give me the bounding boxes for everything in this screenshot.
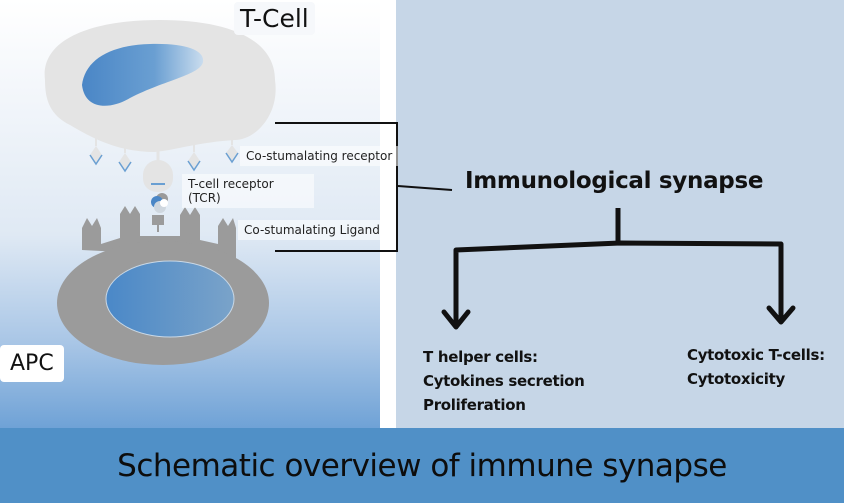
outcome-line: T helper cells: <box>423 348 538 366</box>
apc-label: APC <box>0 345 64 382</box>
t-cell-body <box>44 20 276 152</box>
outcome-line: Cytotoxic T-cells: <box>687 346 825 364</box>
t-cell-nucleus <box>82 43 204 106</box>
synapse-title: Immunological synapse <box>465 168 764 194</box>
co-receptor-icon <box>89 136 103 166</box>
t-cell-label: T-Cell <box>234 2 315 35</box>
tcr-icon <box>143 150 173 192</box>
co-receptor-label: Co-stumalating receptor <box>240 146 399 166</box>
arrow-down-icon <box>766 305 796 325</box>
co-receptor-icon <box>187 142 201 172</box>
footer-banner: Schematic overview of immune synapse <box>0 428 844 503</box>
outcome-line: Cytotoxicity <box>687 370 785 388</box>
branch-arrows <box>441 208 796 330</box>
outcome-line: Cytokines secretion <box>423 372 585 390</box>
antigen-mhc-icon <box>151 193 168 232</box>
outcome-line: Proliferation <box>423 396 526 414</box>
co-receptors <box>89 136 239 173</box>
tcr-label: T-cell receptor (TCR) <box>182 174 314 208</box>
diagram-title: Schematic overview of immune synapse <box>117 447 727 484</box>
co-receptor-icon <box>118 145 132 173</box>
panel-divider <box>380 0 396 428</box>
arrow-down-icon <box>441 309 471 330</box>
co-ligand-label: Co-stumalating Ligand <box>238 220 386 240</box>
outcome-t-helper: T helper cells: Cytokines secretion Prol… <box>423 345 585 417</box>
synapse-bracket <box>275 122 453 252</box>
co-receptor-icon <box>225 136 239 164</box>
outcome-cytotoxic: Cytotoxic T-cells: Cytotoxicity <box>687 343 825 391</box>
apc-body <box>57 206 269 365</box>
